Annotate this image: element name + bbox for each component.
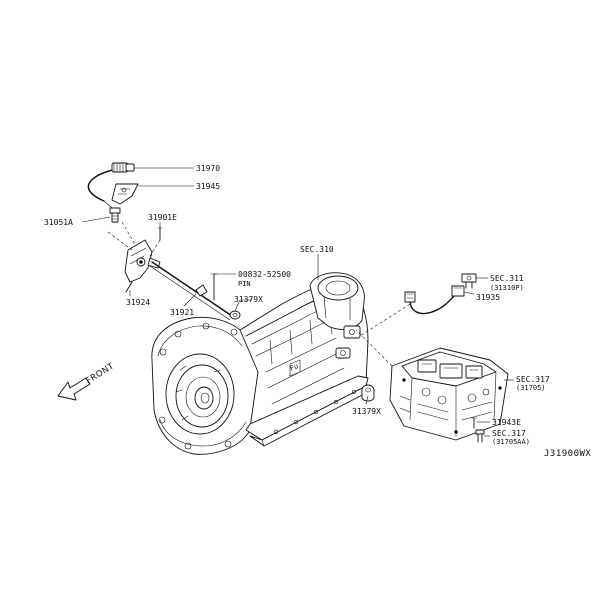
label-sec311: SEC.311 [490, 274, 524, 283]
label-31379x-lower: 31379X [352, 407, 381, 416]
label-sec317-b: SEC.317 [492, 429, 526, 438]
label-31379x-upper: 31379X [234, 295, 263, 304]
pin-31901e [157, 227, 163, 241]
leader-lines [81, 167, 514, 437]
plug-31379x-lower [361, 384, 375, 402]
label-31970: 31970 [196, 164, 220, 173]
label-pin: PIN [238, 280, 251, 288]
cable-sleeve-31970 [111, 162, 135, 173]
label-sec310: SEC.310 [300, 245, 334, 254]
label-31901e: 31901E [148, 213, 177, 222]
bolt-31051a [109, 207, 121, 223]
label-31943e: 31943E [492, 418, 521, 427]
control-rod-31921 [149, 261, 241, 321]
label-31935: 31935 [476, 293, 500, 302]
diagram-code: J31900WX [544, 449, 591, 459]
label-31051a: 31051A [44, 218, 73, 227]
front-direction-arrow: FRONT [57, 361, 117, 401]
shift-cable-assembly [87, 162, 163, 293]
bolt-sec317-31705aa [475, 429, 485, 443]
control-valve-body-sec317 [389, 347, 509, 441]
sensor-sec311 [461, 273, 477, 289]
label-31921: 31921 [170, 308, 194, 317]
svg-text:Fu: Fu [289, 362, 300, 373]
label-31945: 31945 [196, 182, 220, 191]
label-sec317-b-sub: (31705AA) [492, 438, 530, 446]
label-31924: 31924 [126, 298, 150, 307]
bolt-31943e [470, 417, 478, 429]
label-sec311-sub: (31310P) [490, 284, 524, 292]
transmission-assembly: Fu [151, 272, 375, 455]
label-sec317-sub: (31705) [516, 384, 546, 392]
control-lever-31924 [124, 239, 161, 293]
cable-bracket-31945 [111, 183, 139, 205]
harness-31935 [404, 285, 465, 315]
label-sec317: SEC.317 [516, 375, 550, 384]
label-pin-part-number: 00832-52500 [238, 270, 291, 279]
label-front: FRONT [84, 361, 116, 386]
